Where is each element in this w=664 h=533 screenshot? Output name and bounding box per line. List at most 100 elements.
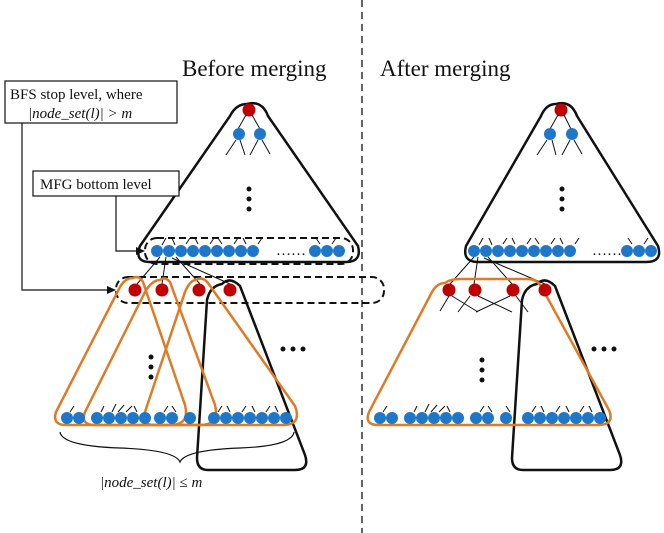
bfs-stop-callout-box [4,80,178,124]
child-edges-after [536,139,583,156]
ellipsis-dot [290,346,296,352]
leaf-node [280,412,292,424]
leaf-node [480,245,492,257]
child-node-before [254,128,266,140]
leaf-node [452,412,464,424]
leaf-node [594,412,606,424]
bottom-level-nodes-before [151,245,345,257]
vertical-ellipsis-dot [559,186,565,192]
top-triangle-after [464,102,661,264]
vertical-ellipsis-dot [479,357,485,363]
leaf-edges-before [161,237,337,246]
subtree-leaf-edges-before [69,403,279,413]
leaf-node [91,412,103,424]
vertical-ellipsis-dot [479,377,485,383]
child-node-after [544,128,556,140]
leaf-node [199,245,211,257]
vertical-ellipsis-dot [148,364,154,370]
leaf-node [416,412,428,424]
mfg-callout-arrow [115,196,139,252]
leaf-node [534,412,546,424]
brace-label: |node_set(l)| ≤ m [100,475,202,491]
bfs-callout-arrow [21,123,110,291]
leaf-node [223,245,235,257]
subtree-triangle-orange-3 [142,277,299,427]
leaf-node [333,245,345,257]
ellipsis-dot [611,346,617,352]
leaf-node [184,412,196,424]
leaf-node [504,245,516,257]
horizontal-ellipsis: …… [592,243,622,259]
leaf-node [151,245,163,257]
vertical-ellipsis-dot [246,206,252,212]
leaf-node [522,412,534,424]
leaf-node [244,412,256,424]
root-node-after [554,103,568,117]
bfs-stop-callout-line1: BFS stop level, where [10,87,143,103]
vertical-ellipsis-dot [246,196,252,202]
leaf-node [374,412,386,424]
subtree-leaf-nodes-before [61,412,292,424]
leaf-node [552,245,564,257]
leaf-node [211,245,223,257]
leaf-node [166,412,178,424]
ellipsis-dot [280,346,286,352]
leaf-node [115,412,127,424]
leaf-node [220,412,232,424]
bfs-stop-level-box [115,276,385,304]
horizontal-ellipsis: …… [276,243,306,259]
ellipsis-dot [591,346,597,352]
leaf-node [139,412,151,424]
bfs-level-node [155,283,169,297]
leaf-node [235,245,247,257]
child-edges-before [225,139,271,156]
child-node-after [566,128,578,140]
merged-orange-triangle [366,277,612,427]
leaf-node [103,412,115,424]
merged-level-node [506,283,520,297]
mfg-callout-arrowhead [136,247,145,255]
leaf-node [309,245,321,257]
ellipsis-dot [300,346,306,352]
after-merging-title: After merging [380,56,511,81]
leaf-node [546,412,558,424]
leaf-node [268,412,280,424]
bfs-level-node [223,283,237,297]
leaf-node [154,412,166,424]
cross-level-edges-before [136,256,231,285]
top-triangle-before [137,102,360,264]
vertical-ellipsis-dot [559,196,565,202]
leaf-node [208,412,220,424]
merged-node-edges [439,295,529,313]
root-node-before [242,103,256,117]
bfs-stop-callout-line2: |node_set(l)| > m [28,106,132,122]
vertical-ellipsis-dot [148,354,154,360]
leaf-node [633,245,645,257]
leaf-node [232,412,244,424]
subtree-triangle-black-before [195,279,308,472]
leaf-node [404,412,416,424]
vertical-ellipsis-dot [148,374,154,380]
leaf-node [540,245,552,257]
child-node-before [233,128,245,140]
leaf-node [73,412,85,424]
subtree-triangle-black-after [510,279,623,472]
root-edges-before [237,114,261,130]
vertical-ellipsis-dot [559,206,565,212]
leaf-node [187,245,199,257]
subtree-leaf-edges-after [382,403,593,413]
brace [59,431,295,464]
bfs-callout-arrowhead [107,286,116,294]
bfs-level-node [128,283,142,297]
leaf-node [127,412,139,424]
merged-level-node [442,283,456,297]
leaf-node [386,412,398,424]
cross-level-edges-after [449,256,546,285]
leaf-node [558,412,570,424]
subtree-leaf-nodes-after [374,412,606,424]
bfs-level-node [192,283,206,297]
root-edges-after [549,114,572,130]
merged-level-node [538,283,552,297]
bottom-level-nodes-after [468,245,657,257]
leaf-node [528,245,540,257]
